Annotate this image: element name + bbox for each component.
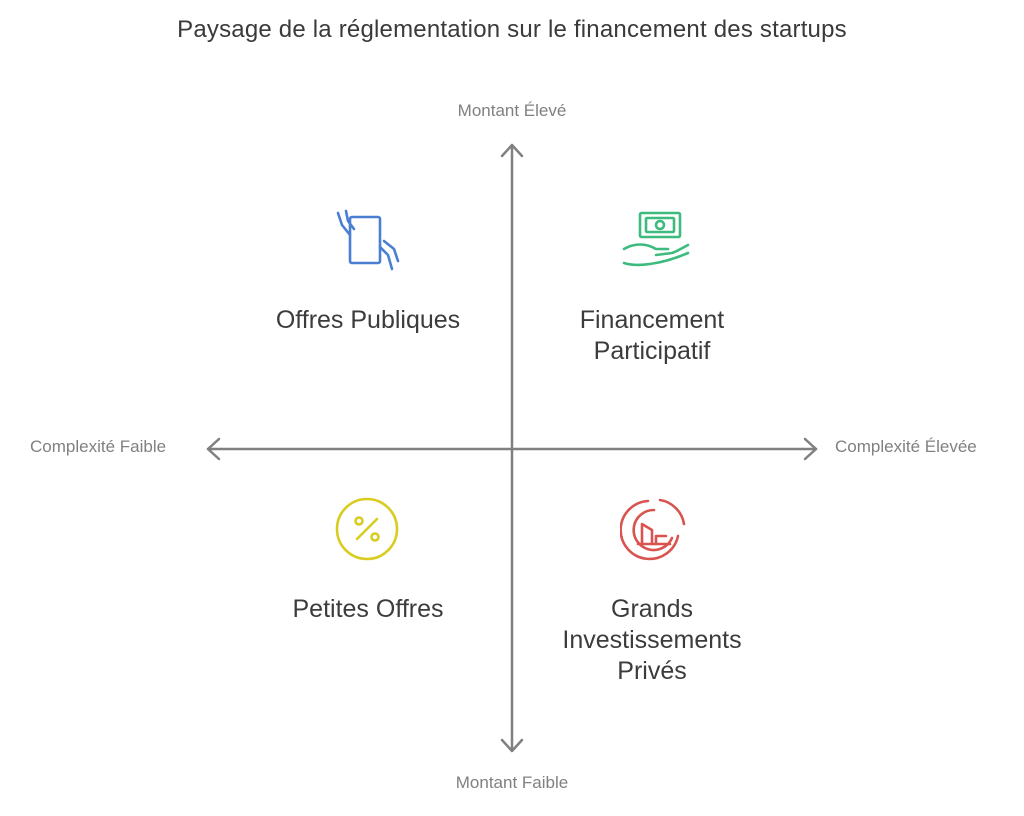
axis-label-high-amount: Montant Élevé bbox=[457, 101, 567, 120]
arrow-up bbox=[500, 143, 524, 158]
quadrant-label-line: Financement bbox=[579, 306, 725, 334]
arrow-down bbox=[500, 738, 524, 753]
axis-label-low-complexity: Complexité Faible bbox=[30, 437, 167, 456]
quadrant-label-line: Privés bbox=[617, 657, 687, 685]
quadrant-label-line: Investissements bbox=[562, 626, 742, 654]
quadrant-label-large-private-investments: Grands Investissements Privés bbox=[522, 594, 782, 687]
quadrant-label-small-offers: Petites Offres bbox=[238, 594, 498, 625]
percent-circle-icon bbox=[335, 497, 399, 561]
axis-label-low-amount: Montant Faible bbox=[455, 773, 569, 792]
chart-pie-icon bbox=[620, 498, 686, 561]
quadrant-label-line: Petites Offres bbox=[292, 595, 444, 623]
diagram-title: Paysage de la réglementation sur le fina… bbox=[177, 16, 847, 43]
quadrant-label-line: Grands bbox=[611, 595, 693, 623]
arrow-right bbox=[803, 437, 818, 461]
arrow-left bbox=[206, 437, 221, 461]
hand-money-icon bbox=[622, 211, 690, 267]
hands-document-icon bbox=[336, 209, 400, 271]
quadrant-label-line: Participatif bbox=[593, 337, 711, 365]
axis-label-high-complexity: Complexité Élevée bbox=[835, 437, 977, 456]
quadrant-label-public-offers: Offres Publiques bbox=[238, 305, 498, 336]
quadrant-label-line: Offres Publiques bbox=[275, 306, 461, 334]
quadrant-label-crowdfunding: Financement Participatif bbox=[522, 305, 782, 367]
